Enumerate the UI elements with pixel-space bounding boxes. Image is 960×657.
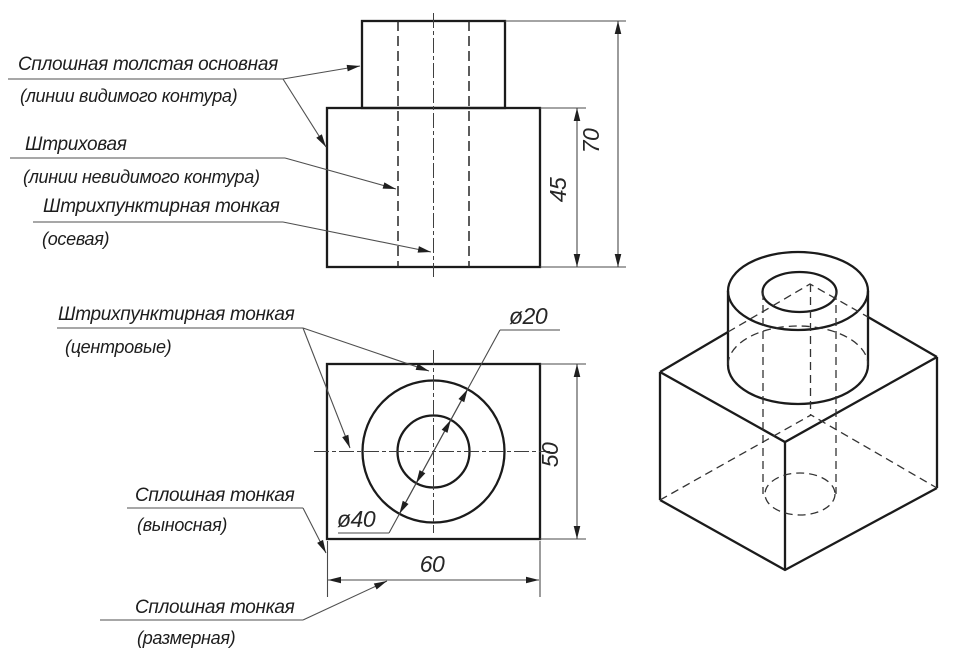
iso-cylinder-bottom-front [726,364,870,406]
label-dashdot-center-subtitle: (центровые) [65,337,171,357]
iso-top-back-left-visible [659,331,729,373]
label-dashed-subtitle: (линии невидимого контура) [23,167,260,187]
iso-top-front-edges [659,355,938,444]
dimension-value-dia40: ø40 [337,506,376,532]
top-view: ø20 ø40 50 60 [314,303,586,597]
plan-extension-lines [326,363,586,597]
dimension-value-45: 45 [545,177,571,202]
label-dashdot-axis-subtitle: (осевая) [42,229,109,249]
label-solid-thick-subtitle: (линии видимого контура) [20,86,237,106]
label-dashed-title: Штриховая [25,134,127,155]
callout-texts: Сплошная толстая основная (линии видимог… [18,54,295,648]
iso-top-back-right-visible [867,316,938,358]
label-solid-thick-title: Сплошная толстая основная [18,54,278,75]
diameter-dimension [338,329,560,534]
callout-leaders [8,64,432,621]
label-thin-dimension-subtitle: (размерная) [137,628,235,648]
dimension-value-70: 70 [578,128,604,153]
iso-hidden-lines [659,283,938,516]
label-dashdot-center-title: Штрихпунктирная тонкая [58,304,295,325]
dimension-value-50: 50 [537,442,563,467]
label-thin-dimension-title: Сплошная тонкая [135,597,295,618]
iso-bottom-front-edges [659,486,938,572]
label-thin-extension-title: Сплошная тонкая [135,485,295,506]
front-view: 45 70 [325,13,626,277]
front-extension-lines [505,20,626,268]
dimension-value-dia20: ø20 [509,303,548,329]
dimension-value-60: 60 [420,551,445,577]
label-dashdot-axis-title: Штрихпунктирная тонкая [43,196,280,217]
isometric-view [658,250,939,572]
label-thin-extension-subtitle: (выносная) [137,515,227,535]
